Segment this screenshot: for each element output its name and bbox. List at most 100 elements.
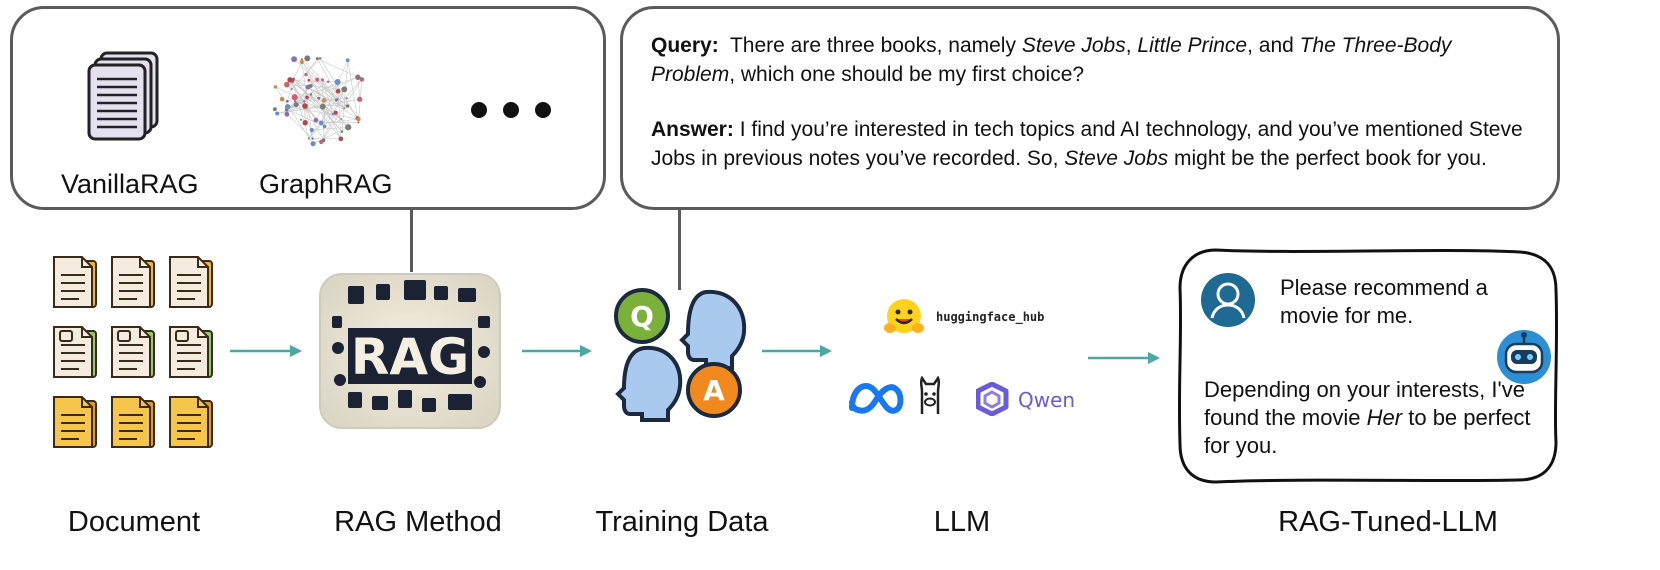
arrow-doc-to-rag xyxy=(230,343,302,359)
graph-edge xyxy=(320,79,363,143)
methods-connector-line xyxy=(410,208,413,272)
graph-node xyxy=(307,78,311,82)
document-icon xyxy=(169,326,213,378)
stage-training-data-label: Training Data xyxy=(595,506,769,538)
huggingface-text: huggingface_hub xyxy=(936,310,1044,325)
graph-node xyxy=(290,87,293,90)
graph-node xyxy=(302,103,308,109)
graph-node xyxy=(304,72,308,77)
graph-edge xyxy=(301,58,342,139)
graph-edge xyxy=(277,105,306,114)
graph-node xyxy=(333,110,338,115)
graph-node xyxy=(357,121,360,124)
graph-node xyxy=(299,118,303,121)
graph-node xyxy=(345,104,350,108)
document-icon xyxy=(53,396,97,448)
graph-node xyxy=(356,117,361,122)
vanilla-rag-label: VanillaRAG xyxy=(61,169,199,199)
graph-node xyxy=(284,103,291,110)
graph-node xyxy=(359,77,365,82)
graph-edge xyxy=(310,85,345,90)
graph-node xyxy=(284,81,290,88)
graph-edge xyxy=(304,105,313,139)
arrow-llm-to-tuned xyxy=(1088,350,1160,366)
graph-node xyxy=(315,77,320,82)
graph-edge xyxy=(275,86,342,120)
graph-node xyxy=(318,56,322,60)
graph-node xyxy=(291,94,298,101)
llama-logo-icon xyxy=(914,376,946,416)
graph-rag-icon xyxy=(263,37,373,157)
query-text: Query: There are three books, namely Ste… xyxy=(651,34,1452,86)
graph-edge xyxy=(301,58,323,81)
graph-node xyxy=(321,103,324,107)
graph-node xyxy=(273,85,278,89)
stage-rag-tuned-llm-label: RAG-Tuned-LLM xyxy=(1278,506,1498,538)
q-letter: Q xyxy=(630,300,654,333)
graph-node xyxy=(345,124,352,131)
stage-llm-label: LLM xyxy=(933,506,991,538)
user-message: Please recommend a movie for me. xyxy=(1280,275,1488,328)
graph-node xyxy=(340,130,344,133)
graph-node xyxy=(293,100,297,103)
graph-node xyxy=(345,97,348,100)
graph-node xyxy=(317,96,321,100)
graph-node xyxy=(321,138,326,143)
graph-edge xyxy=(322,79,334,115)
graph-node xyxy=(286,99,289,103)
document-icon xyxy=(169,396,213,448)
document-icon xyxy=(53,326,97,378)
bot-avatar-icon xyxy=(1494,328,1554,386)
graph-edge xyxy=(310,94,343,132)
graph-node xyxy=(334,98,339,102)
graph-node xyxy=(307,137,311,140)
vanilla-rag-icon xyxy=(83,51,163,143)
graph-node xyxy=(279,96,285,102)
document-icon xyxy=(169,256,213,308)
rag-method-image: RAG xyxy=(318,272,502,430)
graph-node xyxy=(313,117,319,123)
meta-logo-icon xyxy=(846,380,906,416)
graph-node xyxy=(341,86,348,93)
graph-edge xyxy=(320,112,337,143)
graph-edge xyxy=(305,74,348,107)
graph-node xyxy=(331,112,335,116)
graph-edge xyxy=(317,79,348,107)
graph-edge xyxy=(308,79,363,139)
graph-node xyxy=(304,55,311,62)
graph-node xyxy=(302,120,308,126)
graph-edge xyxy=(286,114,313,139)
rag-box-text: RAG xyxy=(351,328,469,386)
graph-node xyxy=(291,56,298,63)
graph-node xyxy=(309,93,313,96)
document-icon xyxy=(111,396,155,448)
arrow-rag-to-training xyxy=(522,343,592,359)
document-icon xyxy=(53,256,97,308)
graph-edge xyxy=(305,58,318,75)
graph-node xyxy=(318,120,324,126)
graph-edge xyxy=(347,60,358,119)
qa-connector-line xyxy=(678,208,681,290)
graph-edge xyxy=(303,80,310,102)
graph-edge xyxy=(293,78,358,119)
qwen-text: Qwen xyxy=(1018,388,1075,412)
graph-node xyxy=(299,59,304,64)
answer-text: Answer: I find you’re interested in tech… xyxy=(651,118,1523,170)
graph-edge xyxy=(322,104,348,107)
arrow-training-to-llm xyxy=(762,343,832,359)
graph-node xyxy=(345,58,350,63)
document-grid xyxy=(52,255,222,455)
graph-node xyxy=(303,100,306,103)
graph-node xyxy=(305,84,311,90)
huggingface-logo: huggingface_hub xyxy=(884,296,1084,338)
graph-edge xyxy=(287,106,359,120)
graph-node xyxy=(338,136,344,142)
graph-edge xyxy=(277,106,323,114)
graph-node xyxy=(275,111,280,116)
graph-edge xyxy=(317,58,359,78)
graph-node xyxy=(335,88,341,94)
graph-node xyxy=(340,117,343,121)
qa-example-box: Query: There are three books, namely Ste… xyxy=(620,6,1560,210)
graph-node xyxy=(287,77,293,83)
graph-edge xyxy=(286,84,349,128)
